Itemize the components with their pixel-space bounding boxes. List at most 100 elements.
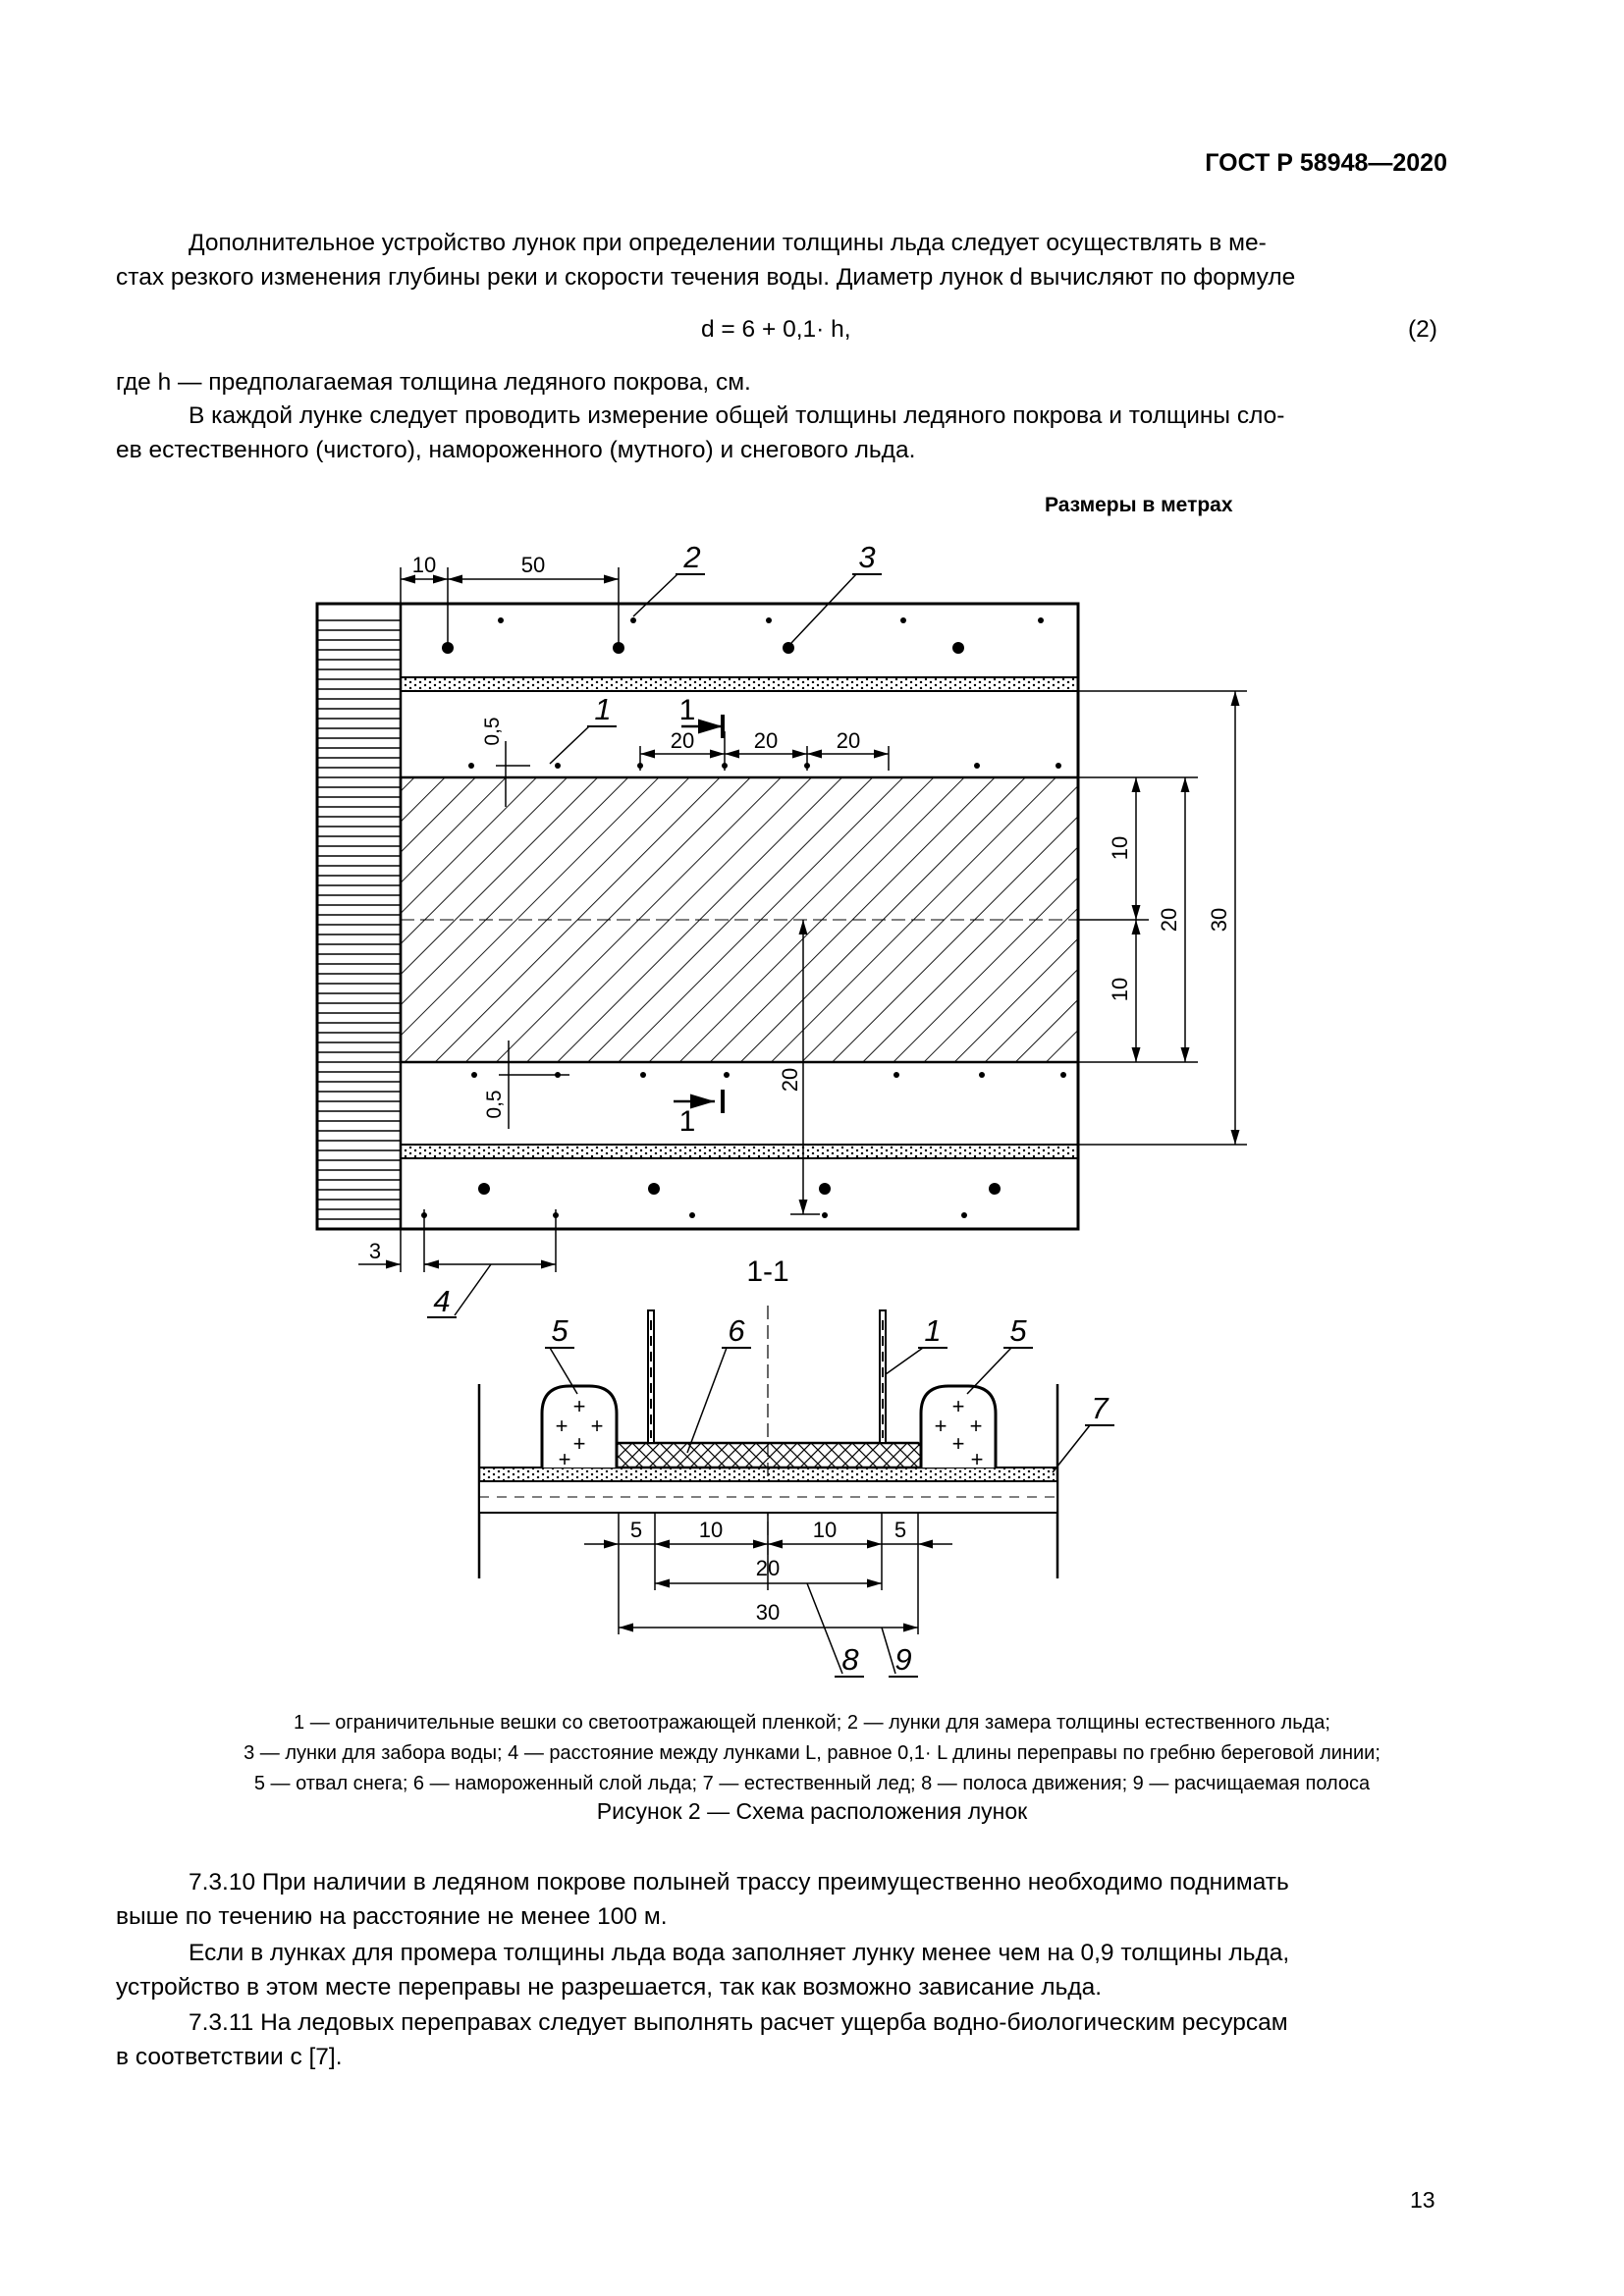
dim-right-10a: 10 [1108,836,1132,860]
svg-text:+: + [970,1414,983,1438]
plan-view: 10 50 2 3 1 20 20 20 1 1 [315,540,1247,1318]
svg-text:+: + [556,1414,568,1438]
section-dim-10a: 10 [699,1518,723,1542]
dim-offset-bottom-label: 0,5 [483,1090,506,1118]
callout-4: 4 [433,1284,450,1318]
holes-line-1: Если в лунках для промера толщины льда в… [189,1940,1290,1966]
paragraph-7-3-11: 7.3.11 На ледовых переправах следует вып… [116,2005,1447,2074]
where-line: где h — предполагаемая толщина ледяного … [116,369,751,396]
leader-5-left [549,1347,578,1395]
callout-1-section: 1 [924,1313,941,1348]
callout-8: 8 [841,1642,859,1677]
intro-paragraph: Дополнительное устройство лунок при опре… [116,226,1447,294]
stakes-top-row [468,763,1061,769]
intro-line-1: Дополнительное устройство лунок при опре… [189,230,1267,256]
svg-text:+: + [952,1394,965,1418]
callout-6: 6 [728,1313,745,1348]
section-mark-bottom: 1 [679,1105,696,1138]
paragraph-7-3-10: 7.3.10 При наличии в ледяном покрове пол… [116,1865,1447,1934]
measure-paragraph: В каждой лунке следует проводить измерен… [116,399,1447,467]
legend-line-3: 5 — отвал снега; 6 — намороженный слой л… [253,1773,1371,1794]
measure-line-2: ев естественного (чистого), намороженног… [116,437,916,463]
svg-text:+: + [591,1414,604,1438]
p7311-line-1: 7.3.11 На ледовых переправах следует вып… [189,2009,1288,2036]
callout-1-plan: 1 [594,692,611,726]
section-title: 1-1 [746,1255,788,1288]
dim-offset-bottom [499,1041,569,1129]
dim-offset-top [496,741,530,807]
stakes-bottom-row [471,1072,1066,1078]
water-holes-top [442,617,1044,654]
dim-top-10: 10 [412,553,436,577]
dim-top-50: 50 [521,553,545,577]
formula-number: (2) [1408,316,1437,343]
p7310-line-1: 7.3.10 При наличии в ледяном покрове пол… [189,1869,1289,1896]
shoreline-scale [317,604,403,1229]
leader-6 [686,1347,728,1454]
dim-center-20: 20 [778,1068,802,1092]
callout-5-left: 5 [551,1313,568,1348]
leader-4 [454,1263,492,1316]
dim-bottom-3: 3 [369,1239,381,1263]
dim-stakes-20b: 20 [754,728,778,753]
dim-right-20: 20 [1157,908,1181,932]
dim-stakes-20a: 20 [671,728,694,753]
callout-2: 2 [682,540,700,574]
dim-bottom [358,1209,557,1272]
svg-text:+: + [935,1414,947,1438]
document-header: ГОСТ Р 58948—2020 [1205,149,1447,177]
leader-3 [790,573,857,644]
berm-snow-marks: +++++ +++++ [556,1394,984,1471]
section-dim-5a: 5 [630,1518,642,1542]
cross-section: 1-1 +++++ +++++ 5 6 1 5 [477,1255,1114,1678]
svg-text:+: + [573,1431,586,1456]
frozen-layer [590,1441,947,1469]
callout-3: 3 [858,540,875,574]
snow-berm-top [400,676,1079,692]
paragraph-holes-water: Если в лунках для промера толщины льда в… [116,1936,1447,2004]
dim-stakes-20c: 20 [837,728,860,753]
dim-right [1078,690,1247,1146]
figure-legend: 1 — ограничительные вешки со светоотража… [116,1708,1508,1799]
section-mark-top: 1 [679,694,696,726]
section-dim-30: 30 [756,1600,780,1625]
dim-right-30: 30 [1207,908,1231,932]
dim-offset-top-label: 0,5 [481,717,504,745]
formula-text: d = 6 + 0,1· h, [701,316,851,343]
where-paragraph: где h — предполагаемая толщина ледяного … [116,365,1447,400]
leader-7 [1052,1424,1091,1473]
hole-layout-figure: 10 50 2 3 1 20 20 20 1 1 [315,540,1247,1678]
snow-berm-right [919,1384,998,1468]
dimensions-note: Размеры в метрах [1045,494,1233,516]
svg-text:+: + [559,1447,571,1471]
measure-line-1: В каждой лунке следует проводить измерен… [189,402,1285,429]
svg-text:+: + [971,1447,984,1471]
leader-8 [806,1582,843,1675]
figure-caption: Рисунок 2 — Схема расположения лунок [596,1798,1028,1824]
snow-berm-bottom [400,1144,1079,1159]
section-dim-20: 20 [756,1556,780,1580]
svg-text:+: + [952,1431,965,1456]
leader-9 [881,1627,896,1675]
section-dim-10b: 10 [813,1518,837,1542]
leader-2 [632,573,678,617]
callout-7: 7 [1091,1391,1110,1425]
legend-line-1: 1 — ограничительные вешки со светоотража… [294,1712,1330,1734]
leader-1-plan [549,725,590,765]
holes-line-2: устройство в этом месте переправы не раз… [116,1974,1103,2001]
dim-stakes [639,731,890,771]
page-number: 13 [1410,2187,1435,2213]
dim-right-10b: 10 [1108,978,1132,1001]
leader-5-right [966,1347,1012,1395]
section-dims [584,1513,952,1634]
svg-text:+: + [573,1394,586,1418]
intro-line-2: стах резкого изменения глубины реки и ск… [116,264,1296,291]
water-holes-bottom [421,1183,1001,1218]
callout-5-right: 5 [1009,1313,1027,1348]
snow-berm-left [540,1384,619,1468]
section-dim-5b: 5 [894,1518,906,1542]
dim-top [400,567,620,643]
p7310-line-2: выше по течению на расстояние не менее 1… [116,1903,668,1930]
p7311-line-2: в соответствии с [7]. [116,2044,343,2070]
leader-1-section [885,1347,924,1375]
